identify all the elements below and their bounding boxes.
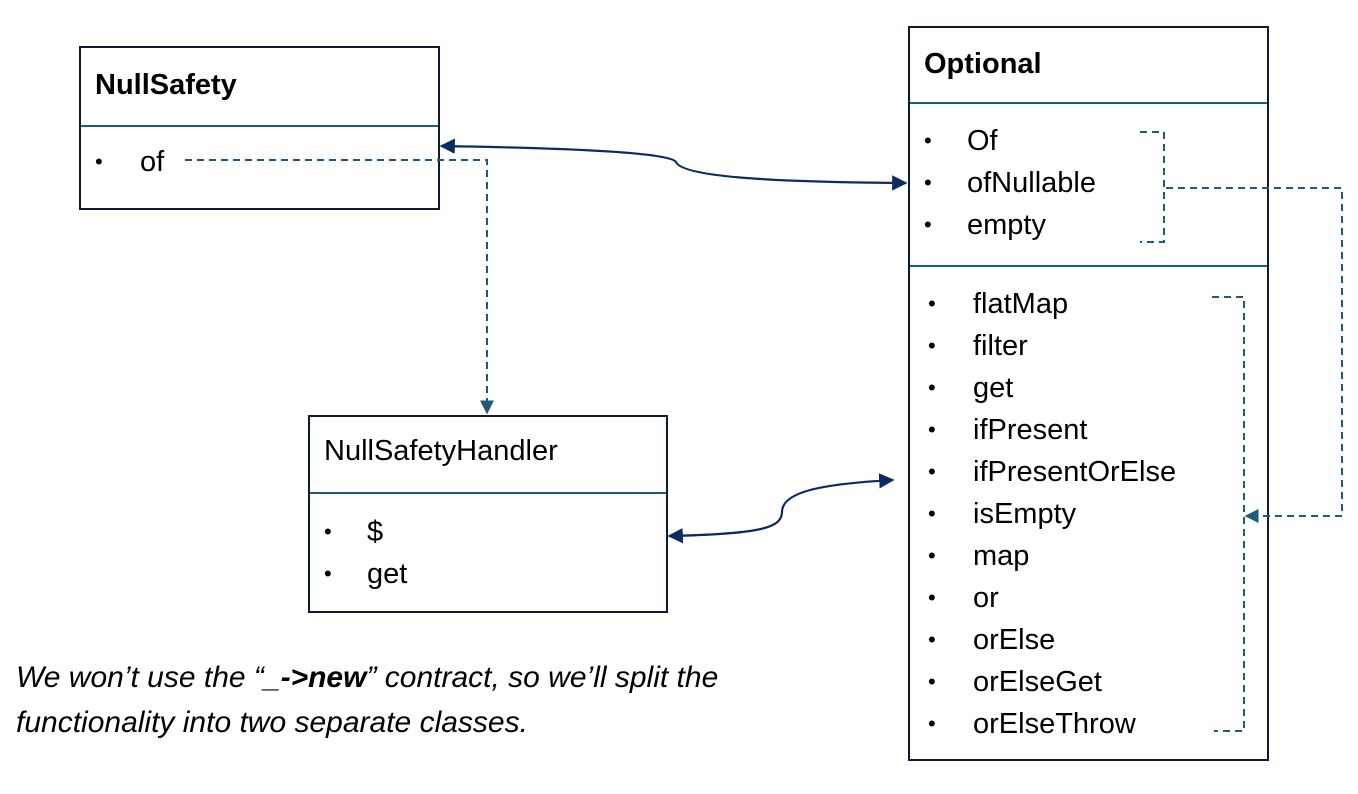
method-flatmap: • flatMap bbox=[928, 283, 1248, 325]
optional-class-title: Optional bbox=[924, 48, 1042, 80]
method-or: • or bbox=[928, 577, 1248, 619]
bullet: • bbox=[95, 149, 103, 174]
bullet: • bbox=[928, 375, 936, 400]
method-label: orElseThrow bbox=[973, 708, 1136, 740]
nullsafety-class-title: NullSafety bbox=[95, 69, 237, 101]
design-note: We won’t use the “_->new” contract, so w… bbox=[16, 655, 736, 745]
bullet: • bbox=[928, 669, 936, 694]
method-ofnullable: • ofNullable bbox=[924, 162, 1244, 204]
bullet: • bbox=[928, 291, 936, 316]
method-label: filter bbox=[973, 330, 1028, 362]
method-label: orElseGet bbox=[973, 666, 1102, 698]
instance-methods-bracket bbox=[1212, 296, 1245, 732]
method-get: • get bbox=[324, 553, 644, 595]
bullet: • bbox=[928, 543, 936, 568]
handler-method-list: • $ • get bbox=[324, 511, 644, 595]
method-label: get bbox=[973, 372, 1014, 404]
factories-return-instance-dashed-arrow bbox=[1166, 187, 1343, 523]
method-dollar: • $ bbox=[324, 511, 644, 553]
method-isempty: • isEmpty bbox=[928, 493, 1248, 535]
note-text-emphasis: ->new bbox=[280, 661, 367, 694]
of-to-handler-dashed-arrow bbox=[185, 159, 494, 415]
method-label: map bbox=[973, 540, 1030, 572]
method-ifpresentorelse: • ifPresentOrElse bbox=[928, 451, 1248, 493]
bullet: • bbox=[928, 501, 936, 526]
optional-separator-1 bbox=[910, 102, 1267, 104]
method-map: • map bbox=[928, 535, 1248, 577]
bullet: • bbox=[324, 519, 332, 544]
nullsafety-separator bbox=[81, 125, 438, 127]
handler-separator bbox=[310, 492, 666, 494]
method-filter: • filter bbox=[928, 325, 1248, 367]
factory-methods-bracket bbox=[1140, 131, 1165, 243]
bullet: • bbox=[324, 561, 332, 586]
method-ifpresent: • ifPresent bbox=[928, 409, 1248, 451]
method-label: ifPresent bbox=[973, 414, 1088, 446]
bullet: • bbox=[928, 333, 936, 358]
method-label: of bbox=[140, 146, 165, 178]
optional-instance-method-list: • flatMap • filter • get • ifPresent • ifPres… bbox=[928, 283, 1248, 745]
bullet: • bbox=[924, 128, 932, 153]
bullet: • bbox=[928, 711, 936, 736]
method-label: or bbox=[973, 582, 999, 614]
nullsafety-method-list: • of bbox=[95, 141, 415, 183]
bullet: • bbox=[928, 417, 936, 442]
method-get: • get bbox=[928, 367, 1248, 409]
note-text-1: We won’t use the “_ bbox=[16, 661, 281, 694]
method-label: Of bbox=[967, 125, 998, 157]
bullet: • bbox=[928, 627, 936, 652]
method-label: empty bbox=[967, 209, 1046, 241]
method-orelsethrow: • orElseThrow bbox=[928, 703, 1248, 745]
optional-separator-2 bbox=[910, 265, 1267, 267]
bullet: • bbox=[928, 459, 936, 484]
method-label: ofNullable bbox=[967, 167, 1096, 199]
method-of: • of bbox=[95, 141, 415, 183]
method-of: • Of bbox=[924, 120, 1244, 162]
method-label: orElse bbox=[973, 624, 1056, 656]
nullsafetyhandler-class-box: NullSafetyHandler • $ • get bbox=[308, 415, 668, 613]
method-orelse: • orElse bbox=[928, 619, 1248, 661]
nullsafety-optional-arrow bbox=[439, 138, 908, 191]
method-label: flatMap bbox=[973, 288, 1069, 320]
method-label: ifPresentOrElse bbox=[973, 456, 1177, 488]
nullsafetyhandler-class-title: NullSafetyHandler bbox=[324, 435, 558, 467]
optional-factory-method-list: • Of • ofNullable • empty bbox=[924, 120, 1244, 246]
method-orelseget: • orElseGet bbox=[928, 661, 1248, 703]
method-label: $ bbox=[367, 516, 384, 548]
handler-optional-arrow bbox=[667, 473, 895, 544]
optional-class-box: Optional • Of • ofNullable • empty • flat… bbox=[908, 26, 1269, 761]
note-text-2: ” contract, so we’ll split the functiona… bbox=[16, 661, 719, 739]
nullsafety-class-box: NullSafety • of bbox=[79, 46, 440, 210]
bullet: • bbox=[924, 170, 932, 195]
method-empty: • empty bbox=[924, 204, 1244, 246]
bullet: • bbox=[928, 585, 936, 610]
bullet: • bbox=[924, 212, 932, 237]
method-label: get bbox=[367, 558, 408, 590]
method-label: isEmpty bbox=[973, 498, 1077, 530]
